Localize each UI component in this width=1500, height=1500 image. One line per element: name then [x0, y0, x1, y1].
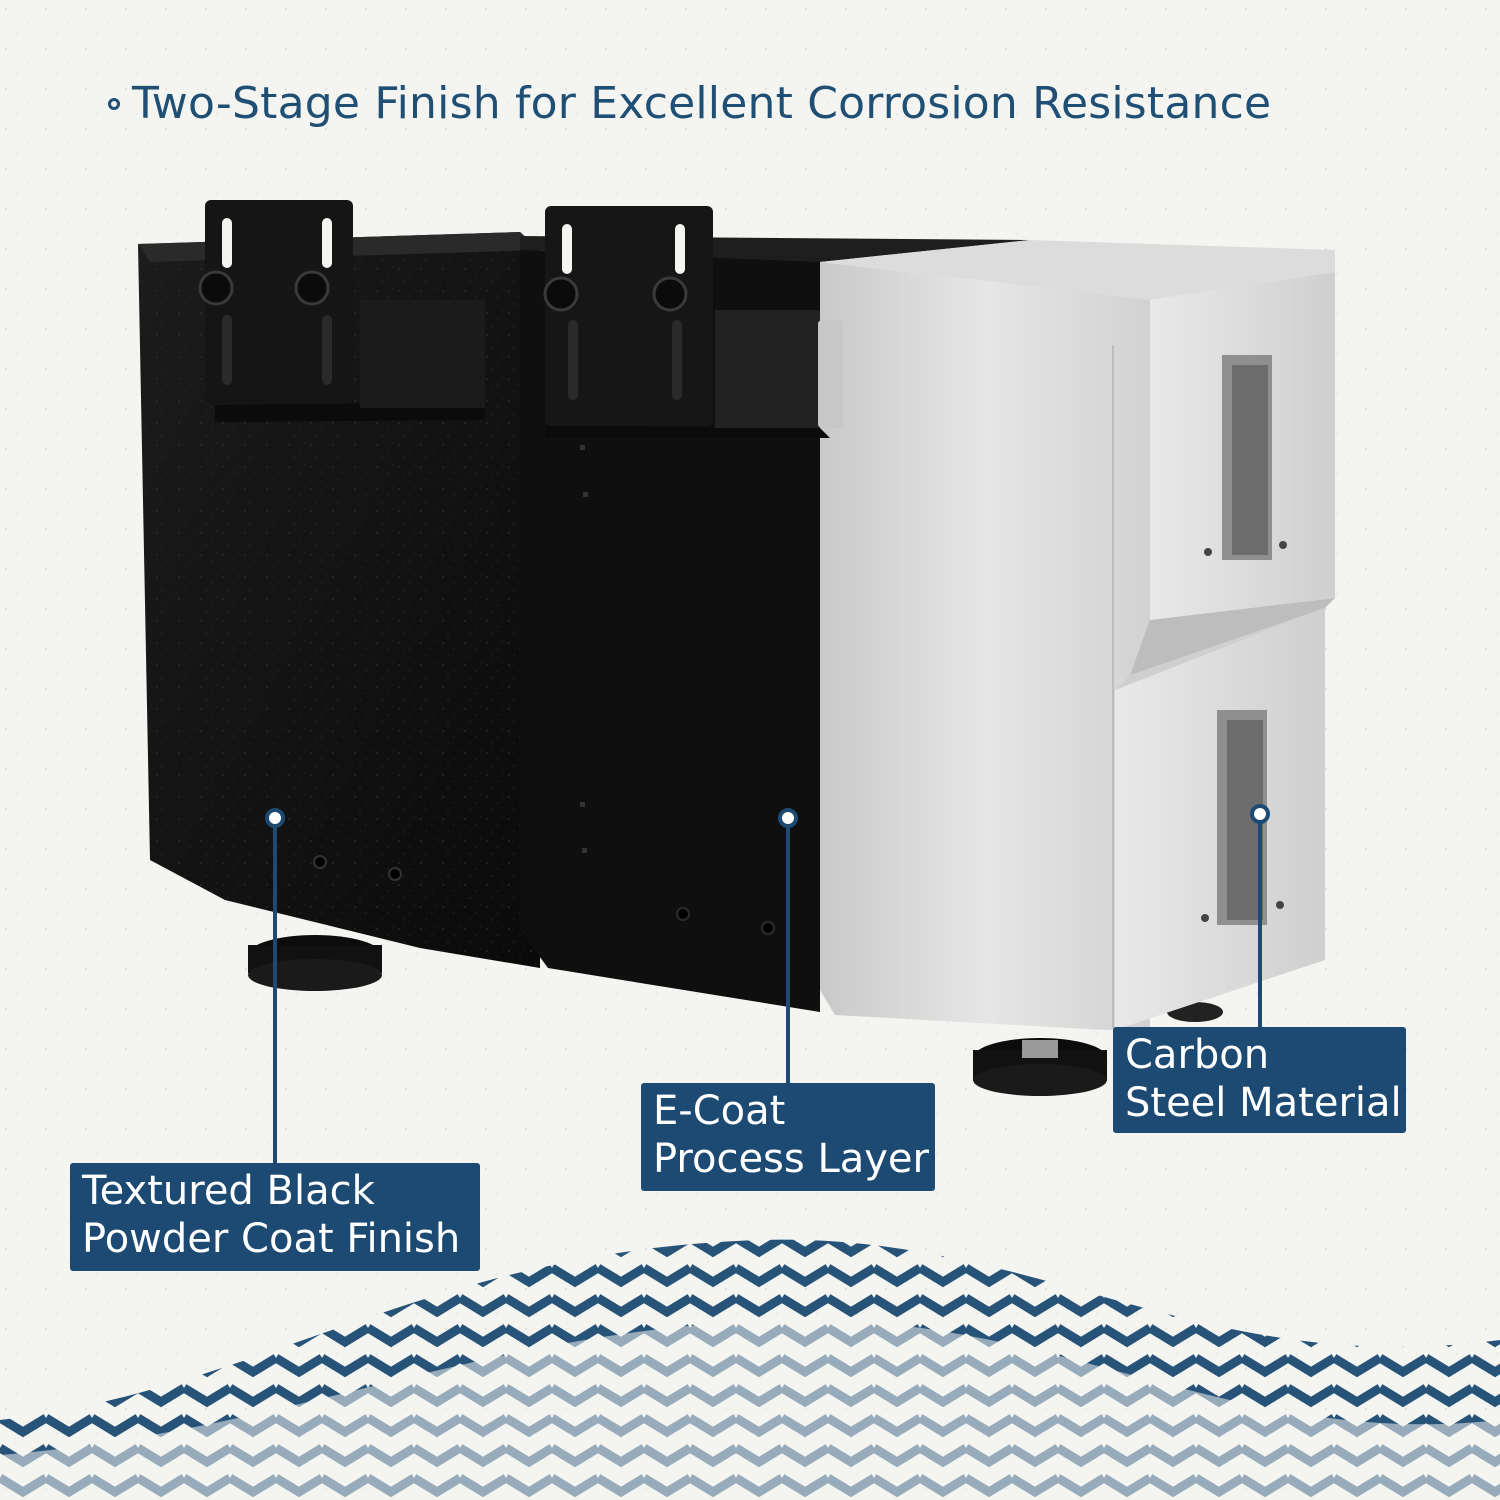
headline: Two-Stage Finish for Excellent Corrosion… [108, 78, 1271, 129]
callout-ecoat-line2: Process Layer [653, 1136, 929, 1182]
mounting-bracket-middle [543, 206, 843, 438]
pointer-lines [273, 814, 1262, 1163]
callout-carbon-steel-line2: Steel Material [1125, 1080, 1402, 1126]
callout-ecoat: E-Coat Process Layer [641, 1083, 935, 1191]
ring-bullet-icon [108, 97, 120, 110]
carbon-steel-section [820, 240, 1335, 1030]
callout-powder-coat-line1: Textured Black [82, 1168, 375, 1214]
callout-carbon-steel: Carbon Steel Material [1113, 1027, 1406, 1133]
rubber-feet [248, 935, 1223, 1096]
tire-tread-decoration [0, 1239, 1500, 1500]
callout-powder-coat-line2: Powder Coat Finish [82, 1216, 461, 1262]
mounting-bracket-left [198, 200, 485, 422]
pointer-dot-icon [265, 804, 1270, 828]
headline-text: Two-Stage Finish for Excellent Corrosion… [132, 78, 1272, 129]
callout-ecoat-line1: E-Coat [653, 1088, 786, 1134]
callout-powder-coat: Textured Black Powder Coat Finish [70, 1163, 480, 1271]
callout-carbon-steel-line1: Carbon [1125, 1032, 1270, 1078]
